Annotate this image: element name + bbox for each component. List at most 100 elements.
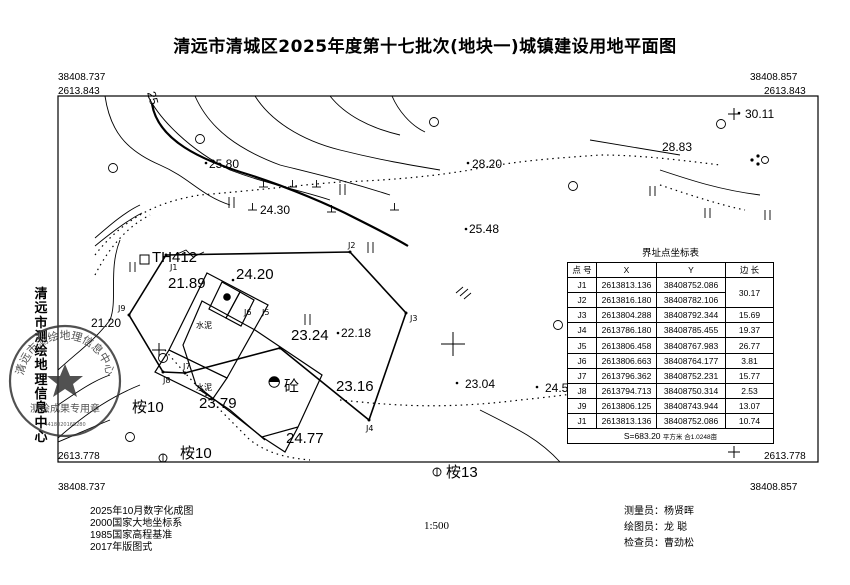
grid-crosses [152, 108, 740, 458]
frame-top-right-x: 2613.843 [764, 86, 806, 97]
area-unit: 平方米 合1.0248亩 [662, 434, 718, 442]
elevation-23-16: 23.16 [336, 378, 374, 395]
boundary-point-j3: J3 [410, 314, 418, 323]
elevation-25-80: 25.80 [209, 157, 240, 171]
elevation-24-77: 24.77 [286, 430, 324, 447]
cell-y: 38408752.086 [656, 277, 726, 294]
cell-x: 2613796.362 [596, 367, 657, 384]
grass-symbol [455, 286, 472, 300]
frame-top-left-y: 38408.737 [58, 72, 106, 83]
footer-right: 测量员：杨贤晖 绘图员：龙 聪 检查员：曹劲松 [624, 504, 694, 552]
cell-edge: 2.53 [725, 382, 774, 399]
elevation-24-20: 24.20 [236, 266, 274, 283]
cell-point: J9 [567, 397, 597, 414]
elevation-28-20: 28.20 [472, 157, 503, 171]
vegetation-label-an13: 桉13 [446, 464, 478, 481]
cell-y: 38408752.086 [656, 412, 726, 430]
cell-edge: 19.37 [725, 322, 774, 339]
material-label-concrete: 砼 [284, 378, 300, 395]
cell-point: J7 [567, 367, 597, 384]
cell-point: J1 [567, 412, 597, 430]
boundary-point-j8: J8 [163, 376, 171, 385]
cell-point: J8 [567, 382, 597, 399]
cell-y: 38408785.455 [656, 322, 726, 339]
cell-point: J6 [567, 352, 597, 369]
cell-x: 2613806.663 [596, 352, 657, 369]
cell-point: J4 [567, 322, 597, 339]
cell-y: 38408743.944 [656, 397, 726, 414]
cell-y: 38408750.314 [656, 382, 726, 399]
building-symbols [223, 293, 280, 388]
frame-top-right-y: 38408.857 [750, 72, 798, 83]
survey-unit-name: 清远市测绘地理信息中心 [34, 287, 48, 445]
tree-symbols [108, 117, 726, 477]
area-value: S=683.20 [623, 431, 661, 442]
control-point-th412: TH412 [152, 249, 198, 266]
col-header-y: Y [656, 261, 726, 279]
table-area-row: S=683.20 平方米 合1.0248亩 [567, 428, 774, 445]
table-title: 界址点坐标表 [641, 248, 699, 259]
cell-y: 38408767.983 [656, 337, 726, 354]
footer-left: 2025年10月数字化成图 2000国家大地坐标系 1985国家高程基准 201… [90, 506, 193, 554]
cell-edge: 13.07 [725, 397, 774, 414]
seal-serial: 4418020165280 [44, 422, 85, 428]
col-header-x: X [596, 261, 657, 279]
boundary-point-j1: J1 [170, 263, 178, 272]
boundary-point-dots [127, 250, 408, 422]
cell-x: 2613813.136 [596, 277, 657, 294]
cell-edge: 15.69 [725, 307, 774, 324]
table-header-row: 点 号 X Y 边 长 [567, 261, 774, 279]
cell-x: 2613813.136 [596, 412, 657, 430]
ditch-lines [57, 204, 205, 439]
dots-symbol [750, 154, 769, 166]
boundary-point-j9: J9 [118, 304, 126, 313]
elevation-points [204, 111, 741, 389]
checker: 检查员：曹劲松 [624, 538, 694, 549]
area-summary: S=683.20 平方米 合1.0248亩 [567, 428, 774, 445]
col-header-point: 点 号 [567, 261, 597, 279]
ground-symbols [129, 180, 771, 400]
footer-height-datum: 1985国家高程基准 [90, 530, 173, 541]
material-label-cement-2: 水泥 [196, 383, 212, 392]
col-header-edge: 边 长 [725, 261, 774, 279]
map-frame [57, 95, 819, 463]
footer-mapping-date: 2025年10月数字化成图 [90, 506, 194, 517]
cell-y: 38408752.231 [656, 367, 726, 384]
boundary-point-j4: J4 [366, 424, 374, 433]
frame-top-left-x: 2613.843 [58, 86, 100, 97]
boundary-point-j2: J2 [348, 241, 356, 250]
index-contour [150, 103, 409, 247]
cell-edge: 30.17 [725, 277, 774, 309]
cell-x: 2613794.713 [596, 382, 657, 399]
drafter: 绘图员：龙 聪 [624, 522, 688, 533]
cell-y: 38408792.344 [656, 307, 726, 324]
cell-y: 38408782.106 [656, 292, 726, 309]
building-outlines [154, 272, 323, 453]
frame-bottom-left-x: 2613.778 [58, 451, 100, 462]
surveyor: 测量员：杨贤晖 [624, 506, 694, 517]
elevation-28-83: 28.83 [662, 140, 693, 154]
elevation-24-30: 24.30 [260, 203, 291, 217]
boundary-point-j5: J5 [262, 308, 270, 317]
elevation-21-20: 21.20 [91, 316, 122, 330]
seal-star-icon [47, 364, 83, 397]
frame-bottom-left-y: 38408.737 [58, 482, 106, 493]
cell-x: 2613806.125 [596, 397, 657, 414]
vegetation-label-an10-a: 桉10 [132, 399, 164, 416]
cell-x: 2613786.180 [596, 322, 657, 339]
material-label-cement-1: 水泥 [196, 321, 212, 330]
cell-edge: 15.77 [725, 367, 774, 384]
frame-bottom-right-x: 2613.778 [764, 451, 806, 462]
footer-coordinate-system: 2000国家大地坐标系 [90, 518, 183, 529]
cell-edge: 10.74 [725, 412, 774, 430]
cell-point: J1 [567, 277, 597, 294]
elevation-22-18: 22.18 [341, 326, 372, 340]
control-point-marker [139, 254, 150, 265]
